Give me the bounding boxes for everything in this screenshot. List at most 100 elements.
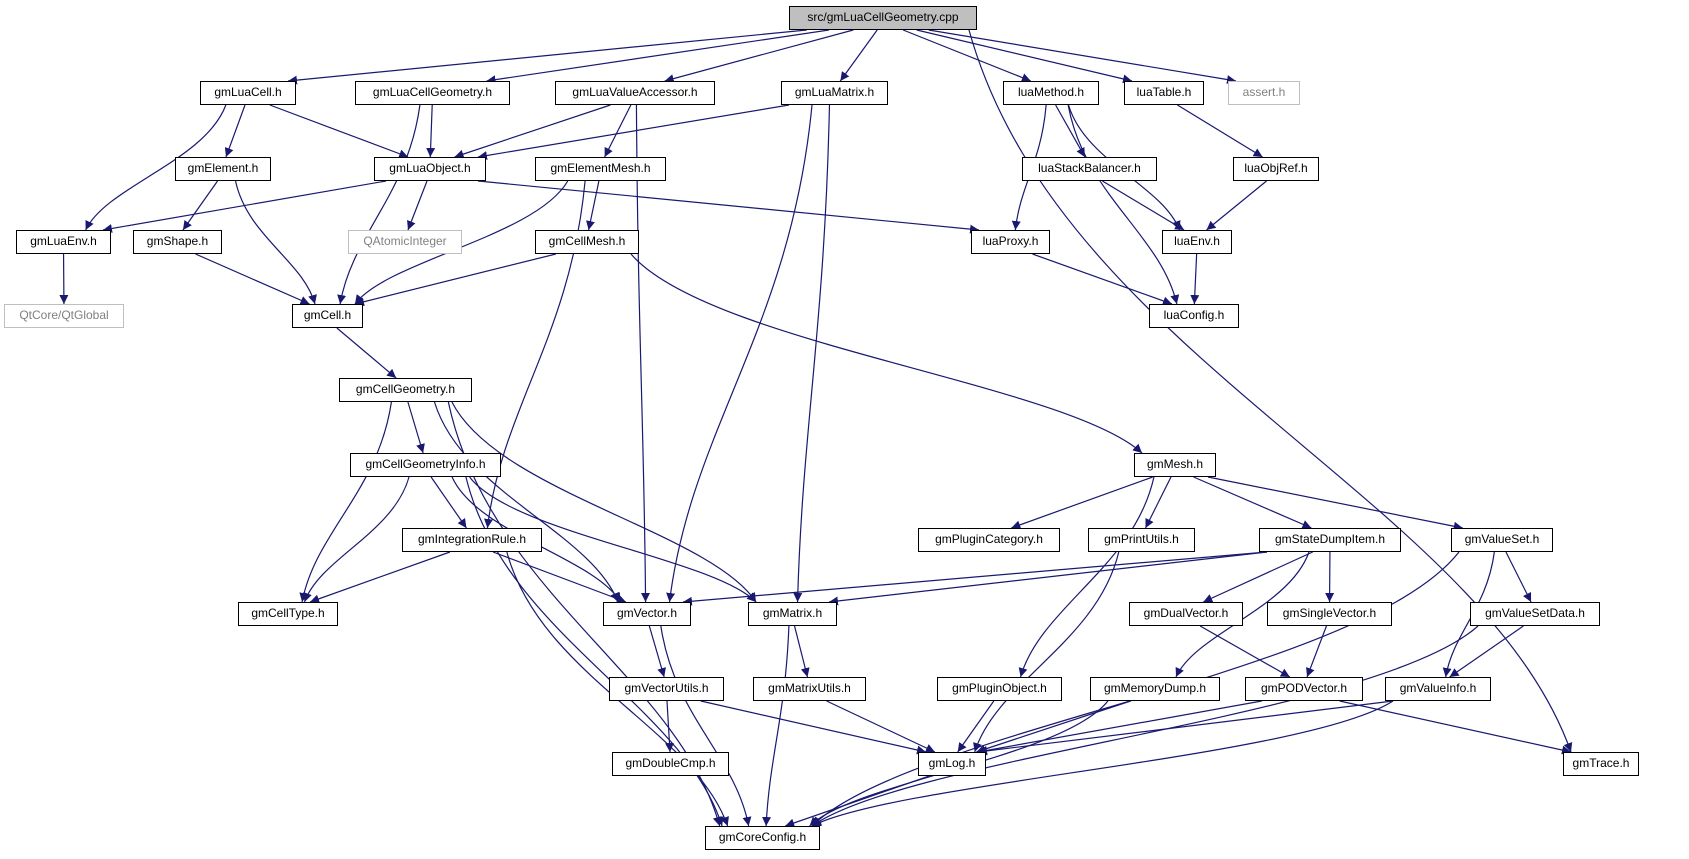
edge-gmCellMesh-to-gmCell [354, 253, 557, 307]
edge-gmCell-to-gmCellGeometry [336, 327, 397, 379]
edge-gmMesh-to-gmPrintUtils [1144, 476, 1172, 529]
node-gmluacellgeometry-h[interactable]: gmLuaCellGeometry.h [355, 81, 510, 105]
node-gmcellgeometry[interactable]: gmCellGeometry.h [339, 378, 472, 402]
node-gmluaenv[interactable]: gmLuaEnv.h [16, 230, 111, 254]
node-gmdoublecmp[interactable]: gmDoubleCmp.h [612, 752, 729, 776]
node-gmcellmesh[interactable]: gmCellMesh.h [535, 230, 639, 254]
node-gmvaluesetdata[interactable]: gmValueSetData.h [1470, 602, 1600, 626]
edge-gmLuaMatrix-to-gmLuaObject [477, 104, 790, 160]
node-gmluaobject[interactable]: gmLuaObject.h [374, 157, 486, 181]
node-gmmatrix[interactable]: gmMatrix.h [748, 602, 837, 626]
edge-luaMethod-to-luaConfig [1067, 104, 1180, 305]
edge-gmLuaMatrix-to-gmVector [666, 104, 813, 603]
node-luastackbalancer[interactable]: luaStackBalancer.h [1022, 157, 1157, 181]
edge-gmPluginObject-to-gmLog [957, 700, 995, 753]
node-gmshape[interactable]: gmShape.h [133, 230, 222, 254]
edge-root-to-gmLuaCell [287, 29, 807, 85]
edge-luaEnv-to-luaConfig [1190, 253, 1200, 305]
edge-gmShape-to-gmCell [195, 253, 310, 305]
edge-gmValueSet-to-gmValueSetData [1505, 551, 1532, 603]
node-gmvector[interactable]: gmVector.h [603, 602, 691, 626]
edge-gmLuaValueAccessor-to-gmElementMesh [604, 104, 632, 158]
edge-gmCellGeometryInfo-to-gmCellType [303, 476, 410, 603]
node-gmelement[interactable]: gmElement.h [175, 157, 271, 181]
edge-luaObjRef-to-luaEnv [1206, 180, 1267, 231]
edge-gmValueSetData-to-gmCoreConfig [811, 625, 1479, 827]
node-gmmemorydump[interactable]: gmMemoryDump.h [1090, 677, 1220, 701]
edge-gmLuaObject-to-QAtomicInteger [407, 180, 428, 231]
node-gmsinglevector[interactable]: gmSingleVector.h [1267, 602, 1392, 626]
edge-gmLog-to-gmCoreConfig [785, 775, 930, 828]
edge-gmCellGeometry-to-gmVector [433, 401, 619, 603]
node-gmpodvector[interactable]: gmPODVector.h [1245, 677, 1363, 701]
edge-gmSingleVector-to-gmPODVector [1306, 625, 1328, 678]
edge-gmLuaCell-to-gmLuaEnv [85, 104, 227, 231]
node-gmcell[interactable]: gmCell.h [292, 304, 363, 328]
node-qatomicinteger: QAtomicInteger [348, 230, 462, 254]
edge-gmValueInfo-to-gmCoreConfig [811, 700, 1394, 827]
edge-gmMesh-to-gmPluginCategory [1011, 476, 1153, 530]
node-gmcoreconfig[interactable]: gmCoreConfig.h [705, 826, 820, 850]
edge-gmMatrix-to-gmMatrixUtils [793, 625, 810, 678]
edge-gmDualVector-to-gmPODVector [1199, 625, 1291, 678]
node-gmcelltype[interactable]: gmCellType.h [238, 602, 338, 626]
node-luatable[interactable]: luaTable.h [1124, 81, 1204, 105]
node-gmprintutils[interactable]: gmPrintUtils.h [1088, 528, 1195, 552]
node-gmstatedumpitem[interactable]: gmStateDumpItem.h [1259, 528, 1401, 552]
node-luamethod[interactable]: luaMethod.h [1003, 81, 1099, 105]
edges-layer [59, 29, 1573, 828]
edge-gmMemoryDump-to-gmLog [976, 700, 1131, 754]
node-gmpluginobject[interactable]: gmPluginObject.h [937, 677, 1062, 701]
node-gmplugincategory[interactable]: gmPluginCategory.h [918, 528, 1060, 552]
node-gmlog[interactable]: gmLog.h [918, 752, 986, 776]
node-gmmatrixutils[interactable]: gmMatrixUtils.h [753, 677, 866, 701]
node-gmvalueset[interactable]: gmValueSet.h [1451, 528, 1553, 552]
edge-gmStateDumpItem-to-gmDualVector [1203, 551, 1313, 603]
node-gmmesh[interactable]: gmMesh.h [1134, 453, 1216, 477]
edge-gmValueSetData-to-gmValueInfo [1449, 625, 1524, 678]
edge-gmLuaCellGeometryH-to-gmLuaObject [426, 104, 436, 158]
node-luaconfig[interactable]: luaConfig.h [1149, 304, 1239, 328]
node-luaenv[interactable]: luaEnv.h [1162, 230, 1232, 254]
edge-gmMatrixUtils-to-gmLog [826, 700, 936, 753]
edge-gmLuaCellGeometryH-to-gmCell [337, 104, 421, 305]
edge-gmCellGeometryInfo-to-gmIntegrationRule [430, 476, 467, 529]
edge-root-to-gmLuaValueAccessor [664, 29, 854, 83]
node-luaproxy[interactable]: luaProxy.h [971, 230, 1050, 254]
node-gmelementmesh[interactable]: gmElementMesh.h [535, 157, 666, 181]
node-root-file: src/gmLuaCellGeometry.cpp [789, 6, 977, 30]
edge-gmIntegrationRule-to-gmCellType [309, 551, 451, 604]
edge-gmMesh-to-gmValueSet [1207, 476, 1463, 531]
node-luaobjref[interactable]: luaObjRef.h [1233, 157, 1319, 181]
node-gmtrace[interactable]: gmTrace.h [1563, 752, 1639, 776]
node-gmcellgeometryinfo[interactable]: gmCellGeometryInfo.h [350, 453, 501, 477]
edge-gmMesh-to-gmStateDumpItem [1193, 476, 1312, 529]
edge-gmMatrix-to-gmCoreConfig [762, 625, 790, 827]
edge-gmElementMesh-to-gmCellMesh [586, 180, 600, 231]
edge-gmVectorUtils-to-gmLog [700, 700, 927, 755]
node-gmluamatrix[interactable]: gmLuaMatrix.h [781, 81, 888, 105]
edge-gmMesh-to-gmPluginObject [1018, 476, 1155, 678]
edge-luaMethod-to-luaStackBalancer [1055, 104, 1086, 158]
node-gmintegrationrule[interactable]: gmIntegrationRule.h [402, 528, 542, 552]
node-gmluacell[interactable]: gmLuaCell.h [200, 81, 296, 105]
edge-gmCellMesh-to-gmMesh [630, 253, 1143, 454]
edge-gmLuaValueAccessor-to-gmLuaObject [454, 104, 611, 159]
node-gmvalueinfo[interactable]: gmValueInfo.h [1385, 677, 1491, 701]
edge-luaProxy-to-luaConfig [1032, 253, 1173, 306]
node-gmdualvector[interactable]: gmDualVector.h [1129, 602, 1243, 626]
node-qtglobal: QtCore/QtGlobal [4, 304, 124, 328]
node-gmluavalueaccessor[interactable]: gmLuaValueAccessor.h [555, 81, 715, 105]
edge-gmVectorUtils-to-gmDoubleCmp [664, 700, 674, 753]
edge-root-to-assert [928, 29, 1237, 84]
node-assert: assert.h [1228, 81, 1300, 105]
edge-root-to-luaMethod [902, 29, 1032, 82]
node-gmvectorutils[interactable]: gmVectorUtils.h [609, 677, 724, 701]
edge-gmElement-to-gmShape [182, 180, 219, 231]
edge-root-to-luaTable [916, 29, 1133, 84]
edge-gmLuaCell-to-gmElement [224, 104, 246, 158]
edge-root-to-gmLuaMatrix [839, 29, 878, 82]
edge-gmPODVector-to-gmLog [977, 700, 1262, 755]
